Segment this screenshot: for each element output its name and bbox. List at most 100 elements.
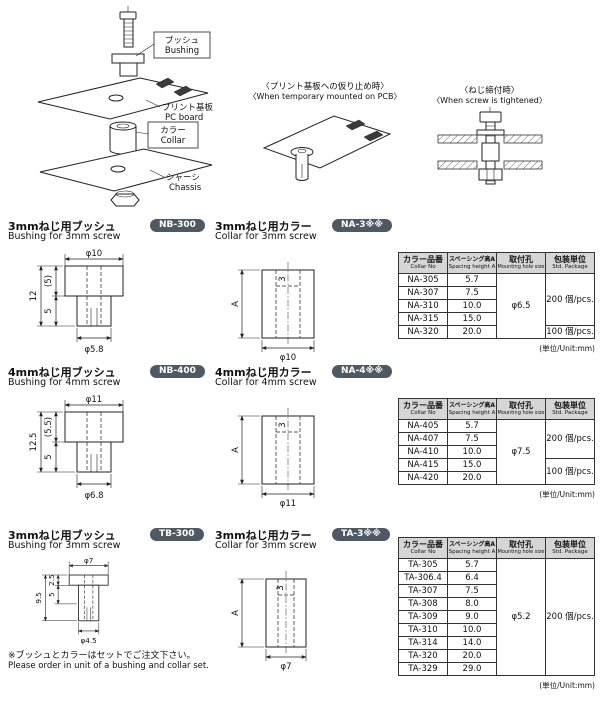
- screw-illustration: [119, 6, 137, 48]
- spacing-height-cell: 5.7: [447, 558, 497, 572]
- unit-note: (単位/Unit:mm): [539, 490, 595, 499]
- bushing-model-badge: TB-300: [150, 528, 204, 541]
- tightened-caption-jp: 〈ねじ締付時〉: [459, 86, 520, 96]
- spacing-height-cell: 6.4: [447, 571, 497, 585]
- panel-cross-sections: [437, 134, 543, 170]
- chassis-label-leader: [149, 169, 165, 178]
- bushing-part-illustration: [111, 53, 145, 77]
- collar-outline: [261, 262, 315, 346]
- bushing-label-jp: ブッシュ: [165, 35, 199, 46]
- dim-collar-diameter: φ10: [280, 353, 296, 363]
- dim-lower-height: 5: [44, 454, 54, 459]
- column-header-jp: 包装単位: [554, 401, 586, 410]
- column-header-en: Mounting hole size: [497, 264, 545, 270]
- spacing-height-cell: 20.0: [447, 649, 497, 663]
- collar-model-badge: NA-4※※: [332, 365, 392, 378]
- column-header-en: Std. Package: [552, 410, 588, 416]
- inserted-bushing: [290, 147, 314, 181]
- bushing-drawing: φ10 12 (5) 5 φ5.8: [29, 249, 124, 355]
- collar-model-badge: NA-3※※: [332, 219, 392, 232]
- collar-title-jp: 3mmねじ用カラー: [215, 220, 312, 233]
- package-cell: 100 個/pcs.: [545, 325, 595, 339]
- chassis-illustration: [39, 148, 213, 192]
- dim-collar-height: A: [231, 447, 241, 453]
- dim-collar-depth: 3: [278, 422, 288, 427]
- spacing-height-cell: 20.0: [447, 471, 497, 485]
- collar-title-en: Collar for 4mm screw: [215, 377, 317, 388]
- bushing-label-leader: [135, 43, 155, 57]
- order-note-jp: ※ブッシュとカラーはセットでご注文下さい。: [8, 651, 196, 661]
- spacing-height-cell: 5.7: [447, 419, 497, 433]
- spacing-height-cell: 9.0: [447, 610, 497, 624]
- column-header-en: Spacing height A: [448, 549, 496, 555]
- bushing-drawing: φ7 9.5 2.5 5 φ4.5: [34, 556, 109, 645]
- column-header-en: Mounting hole size: [497, 549, 545, 555]
- collar-drawing: A 3 φ11: [231, 408, 315, 509]
- column-header-jp: スペーシング高A: [448, 256, 496, 263]
- column-header-en: Spacing height A: [448, 264, 496, 270]
- collar-no-cell: TA-310: [398, 623, 448, 637]
- bushing-model-badge: NB-300: [150, 219, 205, 232]
- bushing-title-en: Bushing for 3mm screw: [8, 231, 121, 242]
- order-note-en: Please order in unit of a bushing and co…: [8, 661, 209, 671]
- collar-title-en: Collar for 3mm screw: [215, 231, 317, 242]
- spacing-height-cell: 29.0: [447, 662, 497, 676]
- spacing-height-cell: 15.0: [447, 312, 497, 326]
- package-cell: 200 個/pcs.: [545, 558, 595, 676]
- column-header-en: Spacing height A: [448, 410, 496, 416]
- spacing-height-cell: 10.0: [447, 623, 497, 637]
- spacing-height-cell: 7.5: [447, 286, 497, 300]
- pcboard-label-leader: [145, 99, 161, 108]
- spacing-height-cell: 5.7: [447, 273, 497, 287]
- collar-no-cell: NA-315: [398, 312, 448, 326]
- unit-note: (単位/Unit:mm): [539, 344, 595, 353]
- package-cell: 100 個/pcs.: [545, 458, 595, 485]
- pcboard-illustration: [37, 77, 209, 120]
- column-header-jp: カラー品番: [403, 255, 443, 264]
- section-nb400: 4mmねじ用ブッシュ Bushing for 4mm screw NB-400 …: [0, 364, 601, 514]
- collar-no-cell: TA-314: [398, 636, 448, 650]
- spacing-height-cell: 10.0: [447, 445, 497, 459]
- spacing-height-cell: 7.5: [447, 432, 497, 446]
- dim-collar-depth: 3: [278, 276, 288, 281]
- collar-no-cell: NA-320: [398, 325, 448, 339]
- bushing-label-en: Bushing: [165, 46, 199, 56]
- spacing-height-cell: 20.0: [447, 325, 497, 339]
- dim-stem-diameter: φ4.5: [81, 636, 97, 645]
- bushing-title-en: Bushing for 3mm screw: [8, 540, 121, 551]
- nut-illustration: [110, 190, 140, 207]
- spacing-height-cell: 8.0: [447, 597, 497, 611]
- column-header-en: Mounting hole size: [497, 410, 545, 416]
- chassis-label-en: Chassis: [169, 183, 202, 193]
- column-header-en: Std. Package: [552, 264, 588, 270]
- dim-collar-height: A: [231, 610, 241, 616]
- exploded-assembly-diagram: ブッシュ Bushing プリント基板 PC board カラー Collar …: [37, 6, 214, 207]
- dim-total-height: 12: [29, 291, 39, 302]
- collar-title-en: Collar for 3mm screw: [215, 540, 317, 551]
- collar-title-jp: 3mmねじ用カラー: [215, 529, 312, 542]
- column-header-jp: 包装単位: [554, 255, 586, 264]
- temporary-mount-diagram: [262, 115, 392, 181]
- dim-collar-height: A: [231, 301, 241, 307]
- dim-total-height: 12.5: [29, 433, 39, 452]
- bushing-label-box: [153, 31, 211, 59]
- dim-lower-height: 5: [47, 592, 56, 597]
- collar-label-box: [147, 121, 199, 149]
- column-header-en: Collar No: [410, 549, 436, 555]
- dim-top-diameter: φ10: [86, 249, 102, 259]
